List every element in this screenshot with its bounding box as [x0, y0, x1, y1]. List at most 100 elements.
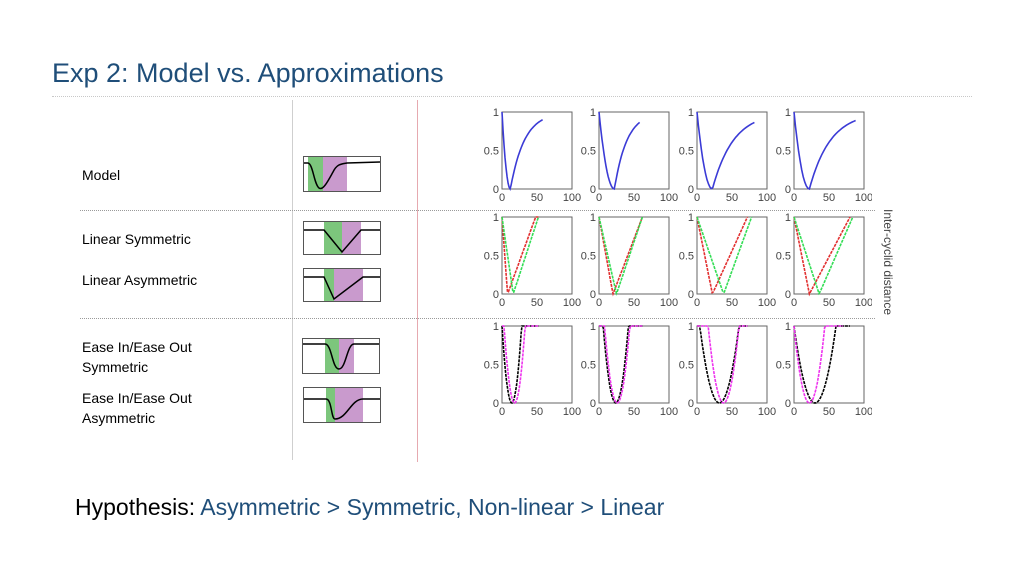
y-tick-label: 1: [785, 212, 791, 224]
curve-line: [502, 325, 539, 404]
x-tick-label: 50: [531, 297, 543, 309]
y-tick-label: 0.5: [581, 146, 596, 158]
x-tick-label: 0: [694, 406, 700, 418]
x-tick-label: 0: [791, 406, 797, 418]
y-tick-label: 1: [590, 321, 596, 333]
y-tick-label: 1: [493, 321, 499, 333]
x-tick-label: 100: [855, 297, 872, 309]
curve-line: [793, 325, 850, 404]
subplot-frame: [696, 325, 768, 404]
y-tick-label: 0.5: [679, 146, 694, 158]
subplot-frame: [793, 111, 865, 190]
side-axis-label: Inter-cyclid distance: [881, 209, 895, 315]
x-tick-label: 100: [758, 192, 776, 204]
subplot-frame: [598, 325, 670, 404]
vertical-divider-pink: [417, 100, 418, 462]
curve-line: [793, 216, 854, 296]
linear-symmetric-icon: [303, 221, 381, 255]
x-tick-label: 100: [660, 192, 678, 204]
curve-line: [793, 111, 856, 191]
y-tick-label: 1: [688, 321, 694, 333]
x-tick-label: 50: [628, 297, 640, 309]
row-separator-1: [80, 210, 875, 211]
x-tick-label: 50: [823, 406, 835, 418]
y-tick-label: 0.5: [581, 251, 596, 263]
row-separator-2: [80, 318, 875, 319]
subplot-frame: [793, 325, 865, 404]
x-tick-label: 100: [563, 406, 581, 418]
ease-asymmetric-icon: [303, 387, 381, 423]
y-tick-label: 0.5: [679, 251, 694, 263]
x-tick-label: 0: [499, 406, 505, 418]
y-tick-label: 1: [590, 212, 596, 224]
x-tick-label: 100: [855, 192, 872, 204]
curve-line: [501, 111, 544, 191]
x-tick-label: 0: [499, 192, 505, 204]
curve-line: [599, 325, 643, 404]
linear-asymmetric-icon: [303, 268, 381, 302]
y-tick-label: 0: [590, 398, 596, 410]
subplot-frame: [501, 216, 573, 295]
y-tick-label: 0.5: [679, 360, 694, 372]
y-tick-label: 0: [688, 184, 694, 196]
hypothesis: Hypothesis: Asymmetric > Symmetric, Non-…: [75, 494, 664, 521]
curve-line: [598, 111, 641, 191]
y-tick-label: 1: [688, 212, 694, 224]
curve-line: [501, 216, 540, 293]
x-tick-label: 100: [758, 297, 776, 309]
y-tick-label: 0.5: [484, 360, 499, 372]
x-tick-label: 100: [660, 297, 678, 309]
y-tick-label: 1: [493, 107, 499, 119]
curve-line: [697, 325, 748, 404]
y-tick-label: 0.5: [484, 251, 499, 263]
y-tick-label: 0: [493, 289, 499, 301]
x-tick-label: 50: [726, 297, 738, 309]
hypothesis-prefix: Hypothesis:: [75, 494, 196, 520]
ease-symmetric-icon: [302, 338, 380, 374]
title-divider: [52, 96, 972, 97]
y-tick-label: 1: [785, 321, 791, 333]
y-tick-label: 0: [785, 184, 791, 196]
y-tick-label: 0: [688, 398, 694, 410]
x-tick-label: 50: [628, 406, 640, 418]
subplot-frame: [696, 216, 768, 295]
y-tick-label: 0: [493, 398, 499, 410]
subplot-frame: [696, 111, 768, 190]
curve-line: [793, 216, 851, 297]
y-tick-label: 0: [785, 398, 791, 410]
y-tick-label: 0.5: [776, 251, 791, 263]
x-tick-label: 50: [628, 192, 640, 204]
x-tick-label: 50: [531, 406, 543, 418]
curve-line: [599, 325, 643, 404]
x-tick-label: 50: [531, 192, 543, 204]
y-tick-label: 0.5: [776, 360, 791, 372]
y-tick-label: 0: [590, 289, 596, 301]
y-tick-label: 1: [688, 107, 694, 119]
x-tick-label: 0: [596, 192, 602, 204]
y-tick-label: 1: [590, 107, 596, 119]
row-label-model: Model: [82, 167, 121, 183]
x-tick-label: 0: [694, 192, 700, 204]
x-tick-label: 0: [694, 297, 700, 309]
y-tick-label: 0.5: [484, 146, 499, 158]
x-tick-label: 50: [726, 406, 738, 418]
x-tick-label: 100: [563, 297, 581, 309]
x-tick-label: 50: [823, 297, 835, 309]
x-tick-label: 0: [499, 297, 505, 309]
x-tick-label: 100: [563, 192, 581, 204]
y-tick-label: 1: [493, 212, 499, 224]
x-tick-label: 100: [855, 406, 872, 418]
curve-line: [696, 111, 755, 190]
curve-line: [501, 216, 539, 294]
x-tick-label: 0: [596, 406, 602, 418]
x-tick-label: 0: [791, 297, 797, 309]
subplot-frame: [598, 111, 670, 190]
model-curve-icon: [303, 156, 381, 192]
side-axis-label-text: Inter-cyclid distance: [881, 209, 895, 315]
row-label-linear-asymmetric: Linear Asymmetric: [82, 272, 198, 288]
x-tick-label: 50: [823, 192, 835, 204]
x-tick-label: 50: [726, 192, 738, 204]
y-tick-label: 0: [688, 289, 694, 301]
row-label-ease-symmetric: Ease In/Ease Out Symmetric: [82, 339, 192, 375]
